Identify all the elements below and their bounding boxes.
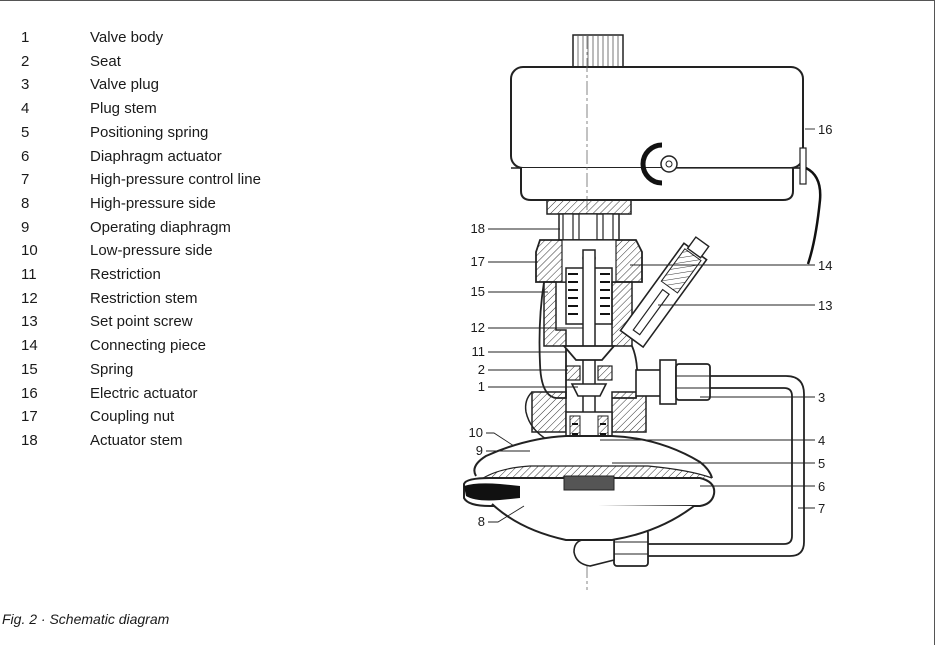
legend-label: Plug stem xyxy=(90,100,157,118)
legend-number: 4 xyxy=(21,100,30,118)
legend-number: 5 xyxy=(21,123,30,141)
high-pressure-control-line xyxy=(573,359,805,567)
valve-plug xyxy=(570,383,608,397)
legend-label: Coupling nut xyxy=(90,408,175,426)
legend-label: Seat xyxy=(90,52,121,70)
electric-actuator xyxy=(510,34,822,265)
callout-1: 1 xyxy=(478,379,485,394)
callout-2: 2 xyxy=(478,362,485,377)
callout-4: 4 xyxy=(818,433,825,448)
legend-label: High-pressure side xyxy=(90,194,216,212)
connecting-piece xyxy=(619,236,710,349)
legend-label: Connecting piece xyxy=(90,337,206,355)
legend-number: 16 xyxy=(21,384,38,402)
callout-13: 13 xyxy=(818,298,832,313)
callout-18: 18 xyxy=(471,221,485,236)
legend-number: 13 xyxy=(21,313,38,331)
callout-9: 9 xyxy=(476,443,483,458)
legend-number: 18 xyxy=(21,431,38,449)
legend-label: Actuator stem xyxy=(90,431,183,449)
callout-6: 6 xyxy=(818,479,825,494)
legend-number: 17 xyxy=(21,408,38,426)
legend-label: Restriction xyxy=(90,266,161,283)
legend-label: Spring xyxy=(90,360,134,378)
callout-17: 17 xyxy=(471,254,485,269)
legend-number: 10 xyxy=(21,242,38,260)
legend-number: 12 xyxy=(21,289,38,307)
legend-number: 1 xyxy=(21,29,30,46)
legend-number: 11 xyxy=(21,266,37,283)
callout-7: 7 xyxy=(818,501,825,516)
callout-3: 3 xyxy=(818,390,825,405)
legend-label: Low-pressure side xyxy=(90,242,213,260)
legend-number: 9 xyxy=(21,218,30,236)
diaphragm-actuator xyxy=(463,435,716,541)
seat xyxy=(565,365,613,381)
actuator-stem xyxy=(546,199,632,249)
legend-label: Electric actuator xyxy=(90,384,198,402)
legend-label: Operating diaphragm xyxy=(90,218,231,236)
legend-number: 6 xyxy=(21,147,30,165)
callout-8: 8 xyxy=(478,514,485,529)
legend-label: Valve body xyxy=(90,29,164,46)
callout-10: 10 xyxy=(469,425,483,440)
legend-label: Valve plug xyxy=(90,76,159,94)
legend-number: 3 xyxy=(21,76,30,94)
legend-number: 7 xyxy=(21,171,30,189)
legend-label: Positioning spring xyxy=(90,123,209,141)
legend-number: 8 xyxy=(21,194,30,212)
legend-number: 14 xyxy=(21,337,38,355)
figure-caption: Fig. 2 · Schematic diagram xyxy=(2,611,170,627)
restriction xyxy=(562,345,616,361)
legend-number: 2 xyxy=(21,52,30,70)
callout-leaders xyxy=(486,128,815,523)
legend-label: Restriction stem xyxy=(90,289,198,307)
callout-5: 5 xyxy=(818,456,825,471)
legend-number: 15 xyxy=(21,360,38,378)
callout-16: 16 xyxy=(818,122,832,137)
legend-label: High-pressure control line xyxy=(90,171,261,189)
callout-12: 12 xyxy=(471,320,485,335)
legend-label: Diaphragm actuator xyxy=(90,147,222,165)
callout-15: 15 xyxy=(471,284,485,299)
callout-14: 14 xyxy=(818,258,832,273)
legend-label: Set point screw xyxy=(90,313,193,331)
callout-11: 11 xyxy=(472,344,486,359)
